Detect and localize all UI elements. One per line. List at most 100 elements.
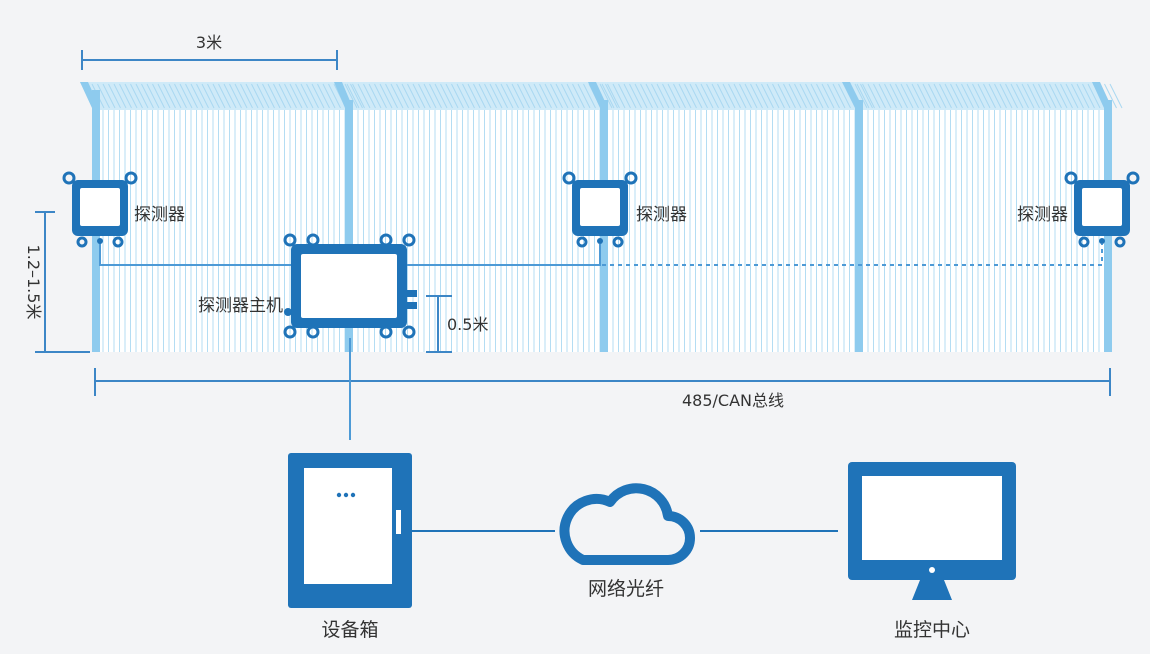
cable-right <box>405 244 601 266</box>
fence-mesh <box>91 83 1123 352</box>
fence-top-wire <box>607 83 620 109</box>
fence-top-wire <box>363 83 376 109</box>
fence-top-wire <box>733 83 747 109</box>
fence-top-wire <box>1032 83 1046 109</box>
fence-top-wire <box>555 83 569 109</box>
fence-top-wire <box>212 83 226 109</box>
fence-top-wire <box>1027 83 1040 109</box>
fence-top-wire <box>196 83 209 109</box>
detector-host <box>283 233 417 339</box>
fence-top-wire <box>174 83 187 109</box>
fence-top-wire <box>533 83 547 109</box>
fence-top-wire <box>306 83 319 109</box>
fence-top-wire <box>799 83 813 109</box>
fence-top-wire <box>988 83 1002 109</box>
fence-top-wire <box>1082 83 1095 109</box>
fence-top-wire <box>761 83 774 109</box>
fence-top-wire <box>434 83 448 109</box>
fence-top-wire <box>539 83 552 109</box>
fence-top-wire <box>429 83 442 109</box>
cable-left <box>99 240 293 266</box>
fence-top-wire <box>256 83 270 109</box>
fence-top-wire <box>396 83 409 109</box>
fence-top-wire <box>190 83 204 109</box>
fence-top-wire <box>1005 83 1018 109</box>
fence-top-wire <box>278 83 292 109</box>
fence-top-wire <box>124 83 138 109</box>
fence-top-wire <box>500 83 514 109</box>
fence-top-wire <box>1065 83 1079 109</box>
bus-dimension <box>94 368 1111 396</box>
fence-top-wire <box>522 83 536 109</box>
fence-top-wire <box>906 83 919 109</box>
fence-top-wire <box>229 83 242 109</box>
fence-top-wire <box>816 83 829 109</box>
fence-top-wire <box>983 83 996 109</box>
fence-post-top-4 <box>842 82 863 108</box>
fence-top-wire <box>605 83 618 109</box>
fence-top-wire <box>102 83 116 109</box>
fence-top-wire <box>251 83 264 109</box>
cloud-icon <box>559 483 695 565</box>
fence-top-wire <box>939 83 952 109</box>
fence-top-wire <box>623 83 637 109</box>
fence-top-wire <box>1021 83 1035 109</box>
fence-top-wire <box>207 83 220 109</box>
fence-top-wire <box>827 83 840 109</box>
fence-top-wire <box>972 83 985 109</box>
fence-top-wire <box>141 83 154 109</box>
fence-top-wire <box>645 83 659 109</box>
fence-top-wire <box>651 83 664 109</box>
fence-top-wire <box>755 83 769 109</box>
fence-top-wire <box>629 83 642 109</box>
fence-top-wire <box>484 83 497 109</box>
fence-top-wire <box>599 83 613 109</box>
fence-top-wire <box>390 83 404 109</box>
fence-top-wire <box>328 83 341 109</box>
fence-top-wire <box>234 83 248 109</box>
fence-top-wire <box>618 83 631 109</box>
dimension-host-height <box>426 295 452 353</box>
fence-top-wire <box>612 83 626 109</box>
fence-top-wire <box>300 83 314 109</box>
fence-top-wire <box>317 83 330 109</box>
fence-top-wire <box>201 83 215 109</box>
fence-top-wire <box>950 83 963 109</box>
fence-top-wire <box>451 83 464 109</box>
fence-top-wire <box>966 83 980 109</box>
fence-top-wire <box>878 83 892 109</box>
fence-top-wire <box>999 83 1013 109</box>
fence-top-wire <box>777 83 791 109</box>
fence-top-wire <box>744 83 758 109</box>
fence-top-wire <box>678 83 692 109</box>
fence-top-wire <box>322 83 336 109</box>
fence-top-wire <box>113 83 127 109</box>
fence-top-wire <box>273 83 286 109</box>
label-equipment-box: 设备箱 <box>321 619 378 641</box>
fence-post-2 <box>345 100 353 352</box>
fence-top-wire <box>662 83 675 109</box>
fence-top-wire <box>152 83 165 109</box>
fence-top-wire <box>1076 83 1090 109</box>
fence-top-wire <box>506 83 519 109</box>
fence-top-wire <box>684 83 697 109</box>
fence-top-wire <box>862 83 875 109</box>
label-bus: 485/CAN总线 <box>682 391 784 410</box>
fence-top-wire <box>917 83 930 109</box>
label-height-range: 1.2–1.5米 <box>24 245 43 320</box>
fence-top-wire <box>344 83 358 109</box>
monitor-icon <box>848 462 1016 600</box>
cable-far-right <box>602 244 1103 266</box>
fence-top-wire <box>528 83 541 109</box>
equipment-box-icon <box>288 453 412 608</box>
fence-top-wire <box>728 83 741 109</box>
fence-top-wire <box>1038 83 1051 109</box>
label-network: 网络光纤 <box>588 578 664 600</box>
fence-top-wire <box>867 83 881 109</box>
fence-top-wire <box>711 83 725 109</box>
fence-post-4 <box>855 100 863 352</box>
fence-top-wire <box>223 83 237 109</box>
fence-top-wire <box>928 83 941 109</box>
fence-top-wire <box>418 83 431 109</box>
fence-top-wire <box>495 83 508 109</box>
